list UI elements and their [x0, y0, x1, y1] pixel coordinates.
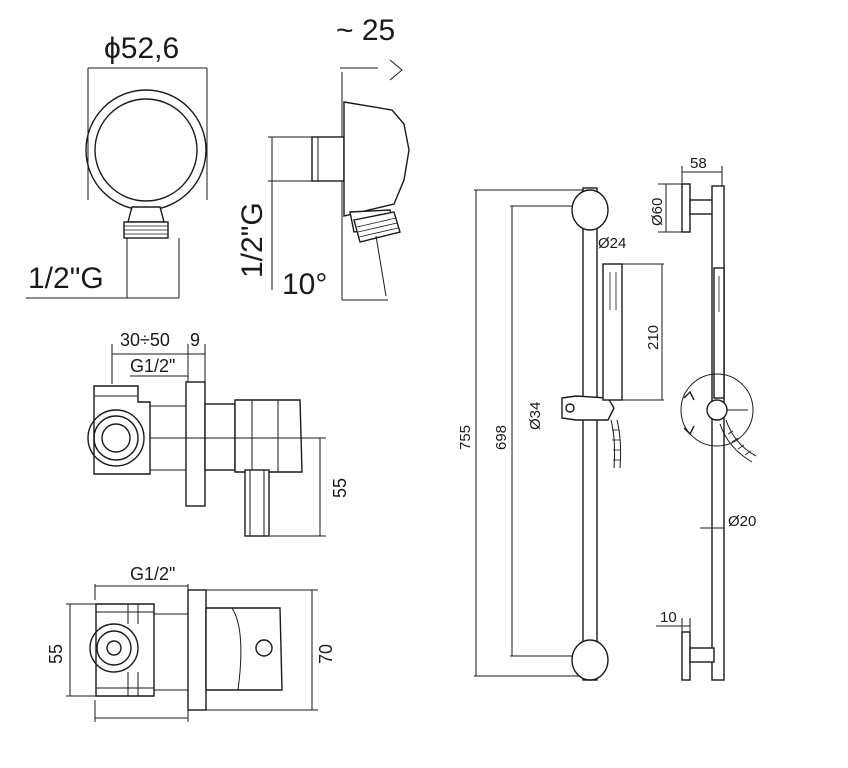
valve-top-view: G1/2" 55 70: [46, 564, 336, 722]
outlet-diameter-label: ϕ52,6: [104, 32, 179, 65]
valve-thread-bottom-label: G1/2": [130, 564, 175, 584]
valve-body-height-label: 55: [46, 644, 66, 664]
bracket-diameter-label: Ø60: [649, 198, 666, 226]
outlet-angle-label: 10°: [282, 268, 327, 301]
rail-bracket-span-label: 698: [493, 425, 510, 450]
valve-plate-height-label: 70: [316, 644, 336, 664]
valve-side-height-label: 55: [330, 478, 350, 498]
outlet-thread-side-label: 1/2"G: [236, 202, 269, 278]
valve-depth-label: 30÷50: [120, 330, 170, 350]
valve-thread-top-label: G1/2": [130, 356, 175, 376]
bracket-plate-thickness-label: 10: [660, 609, 677, 626]
wall-outlet-side-view: ~ 25 1/2"G 10°: [236, 14, 410, 301]
valve-plate-label: 9: [190, 330, 200, 350]
rail-diameter-label: Ø20: [728, 513, 756, 530]
handset-diameter-label: Ø24: [598, 235, 626, 252]
wall-outlet-front-view: ϕ52,6 1/2"G: [26, 32, 208, 299]
outlet-thread-front-label: 1/2"G: [28, 262, 104, 295]
bracket-projection-label: 58: [690, 155, 707, 172]
handset-length-label: 210: [645, 325, 662, 350]
rail-total-length-label: 755: [457, 425, 474, 450]
slide-rail-front-view: 755 698 Ø34 Ø24 210: [457, 187, 664, 681]
slide-rail-side-view: 58 Ø60 Ø20 10: [649, 155, 756, 681]
slider-diameter-label: Ø34: [527, 402, 544, 430]
valve-front-view: 30÷50 9 G1/2" 55: [87, 330, 350, 537]
outlet-projection-label: ~ 25: [336, 14, 395, 47]
